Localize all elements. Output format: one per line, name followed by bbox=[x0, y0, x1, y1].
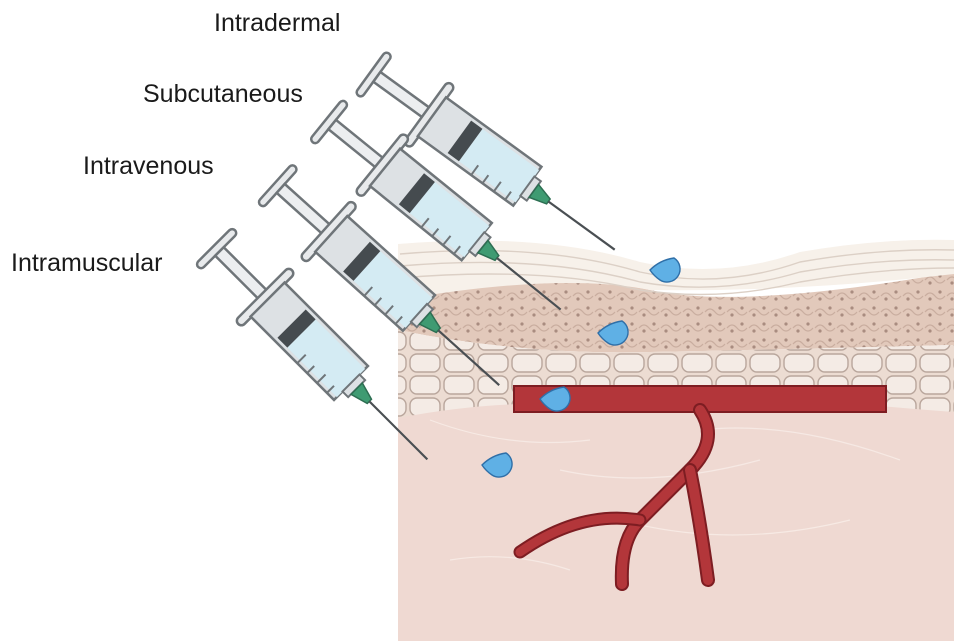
label-subcutaneous: Subcutaneous bbox=[143, 82, 303, 107]
label-intramuscular: Intramuscular bbox=[11, 251, 162, 276]
label-intradermal: Intradermal bbox=[214, 11, 340, 36]
skin-cross-section bbox=[398, 240, 954, 641]
label-intravenous: Intravenous bbox=[83, 154, 214, 179]
